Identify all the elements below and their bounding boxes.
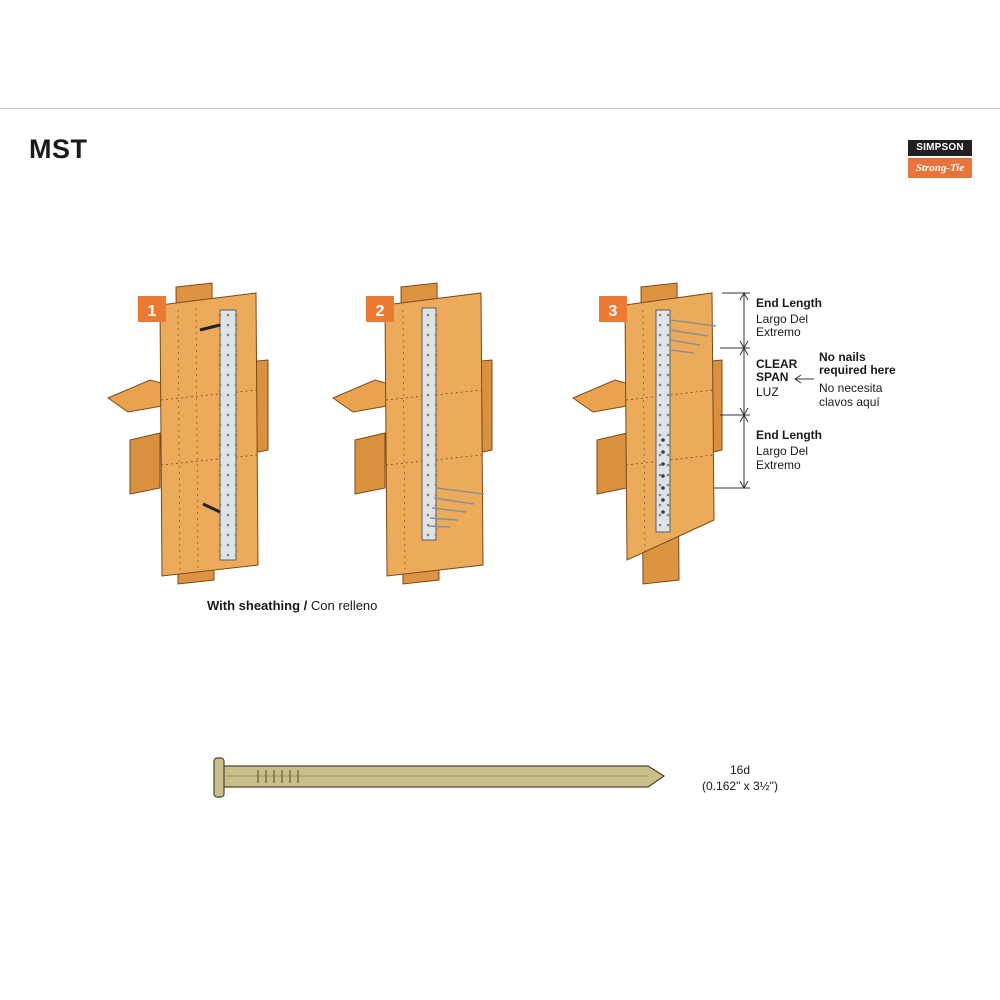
- caption-bold: With sheathing /: [207, 598, 308, 613]
- step-2-illustration: [331, 282, 493, 585]
- end-length-bottom-sub2: Extremo: [756, 458, 801, 472]
- nail-size: 16d: [729, 763, 751, 777]
- no-nails-en-2: required here: [819, 363, 896, 377]
- step-1-badge: [138, 296, 166, 322]
- logo-top-text: SIMPSON: [908, 140, 972, 156]
- step-2-number: 2: [376, 303, 385, 320]
- dimension-lines: [714, 291, 814, 490]
- end-length-top-title: End Length: [756, 296, 822, 310]
- simpson-logo: SIMPSON Strong-Tie: [908, 140, 972, 178]
- end-length-top-sub2: Extremo: [756, 325, 801, 339]
- no-nails-es-1: No necesita: [819, 381, 883, 395]
- clear-span-sub: LUZ: [756, 385, 779, 399]
- step-2-badge: [366, 296, 394, 322]
- step-1-illustration: [106, 282, 269, 585]
- no-nails-es-2: clavos aquí: [819, 395, 880, 409]
- step-1-number: 1: [148, 303, 157, 320]
- logo-bottom-text: Strong-Tie: [908, 158, 972, 178]
- caption-normal: Con relleno: [310, 598, 378, 613]
- 16d-nail: [213, 757, 666, 798]
- nail-dimensions: (0.162" x 3½"): [702, 779, 778, 793]
- end-length-top-sub1: Largo Del: [756, 312, 809, 326]
- figure-caption: With sheathing / Con relleno: [207, 598, 377, 613]
- page-title: MST: [29, 134, 88, 164]
- end-length-bottom-sub1: Largo Del: [756, 444, 809, 458]
- header-divider: [0, 108, 1000, 109]
- clear-span-title-1: CLEAR: [756, 357, 798, 371]
- nail-label: 16d (0.162" x 3½"): [690, 762, 790, 794]
- step-3-illustration: [571, 282, 723, 585]
- step-3-badge: [599, 296, 627, 322]
- end-length-bottom-title: End Length: [756, 428, 822, 442]
- step-3-number: 3: [609, 303, 618, 320]
- no-nails-en-1: No nails: [819, 350, 866, 364]
- clear-span-title-2: SPAN: [756, 370, 789, 384]
